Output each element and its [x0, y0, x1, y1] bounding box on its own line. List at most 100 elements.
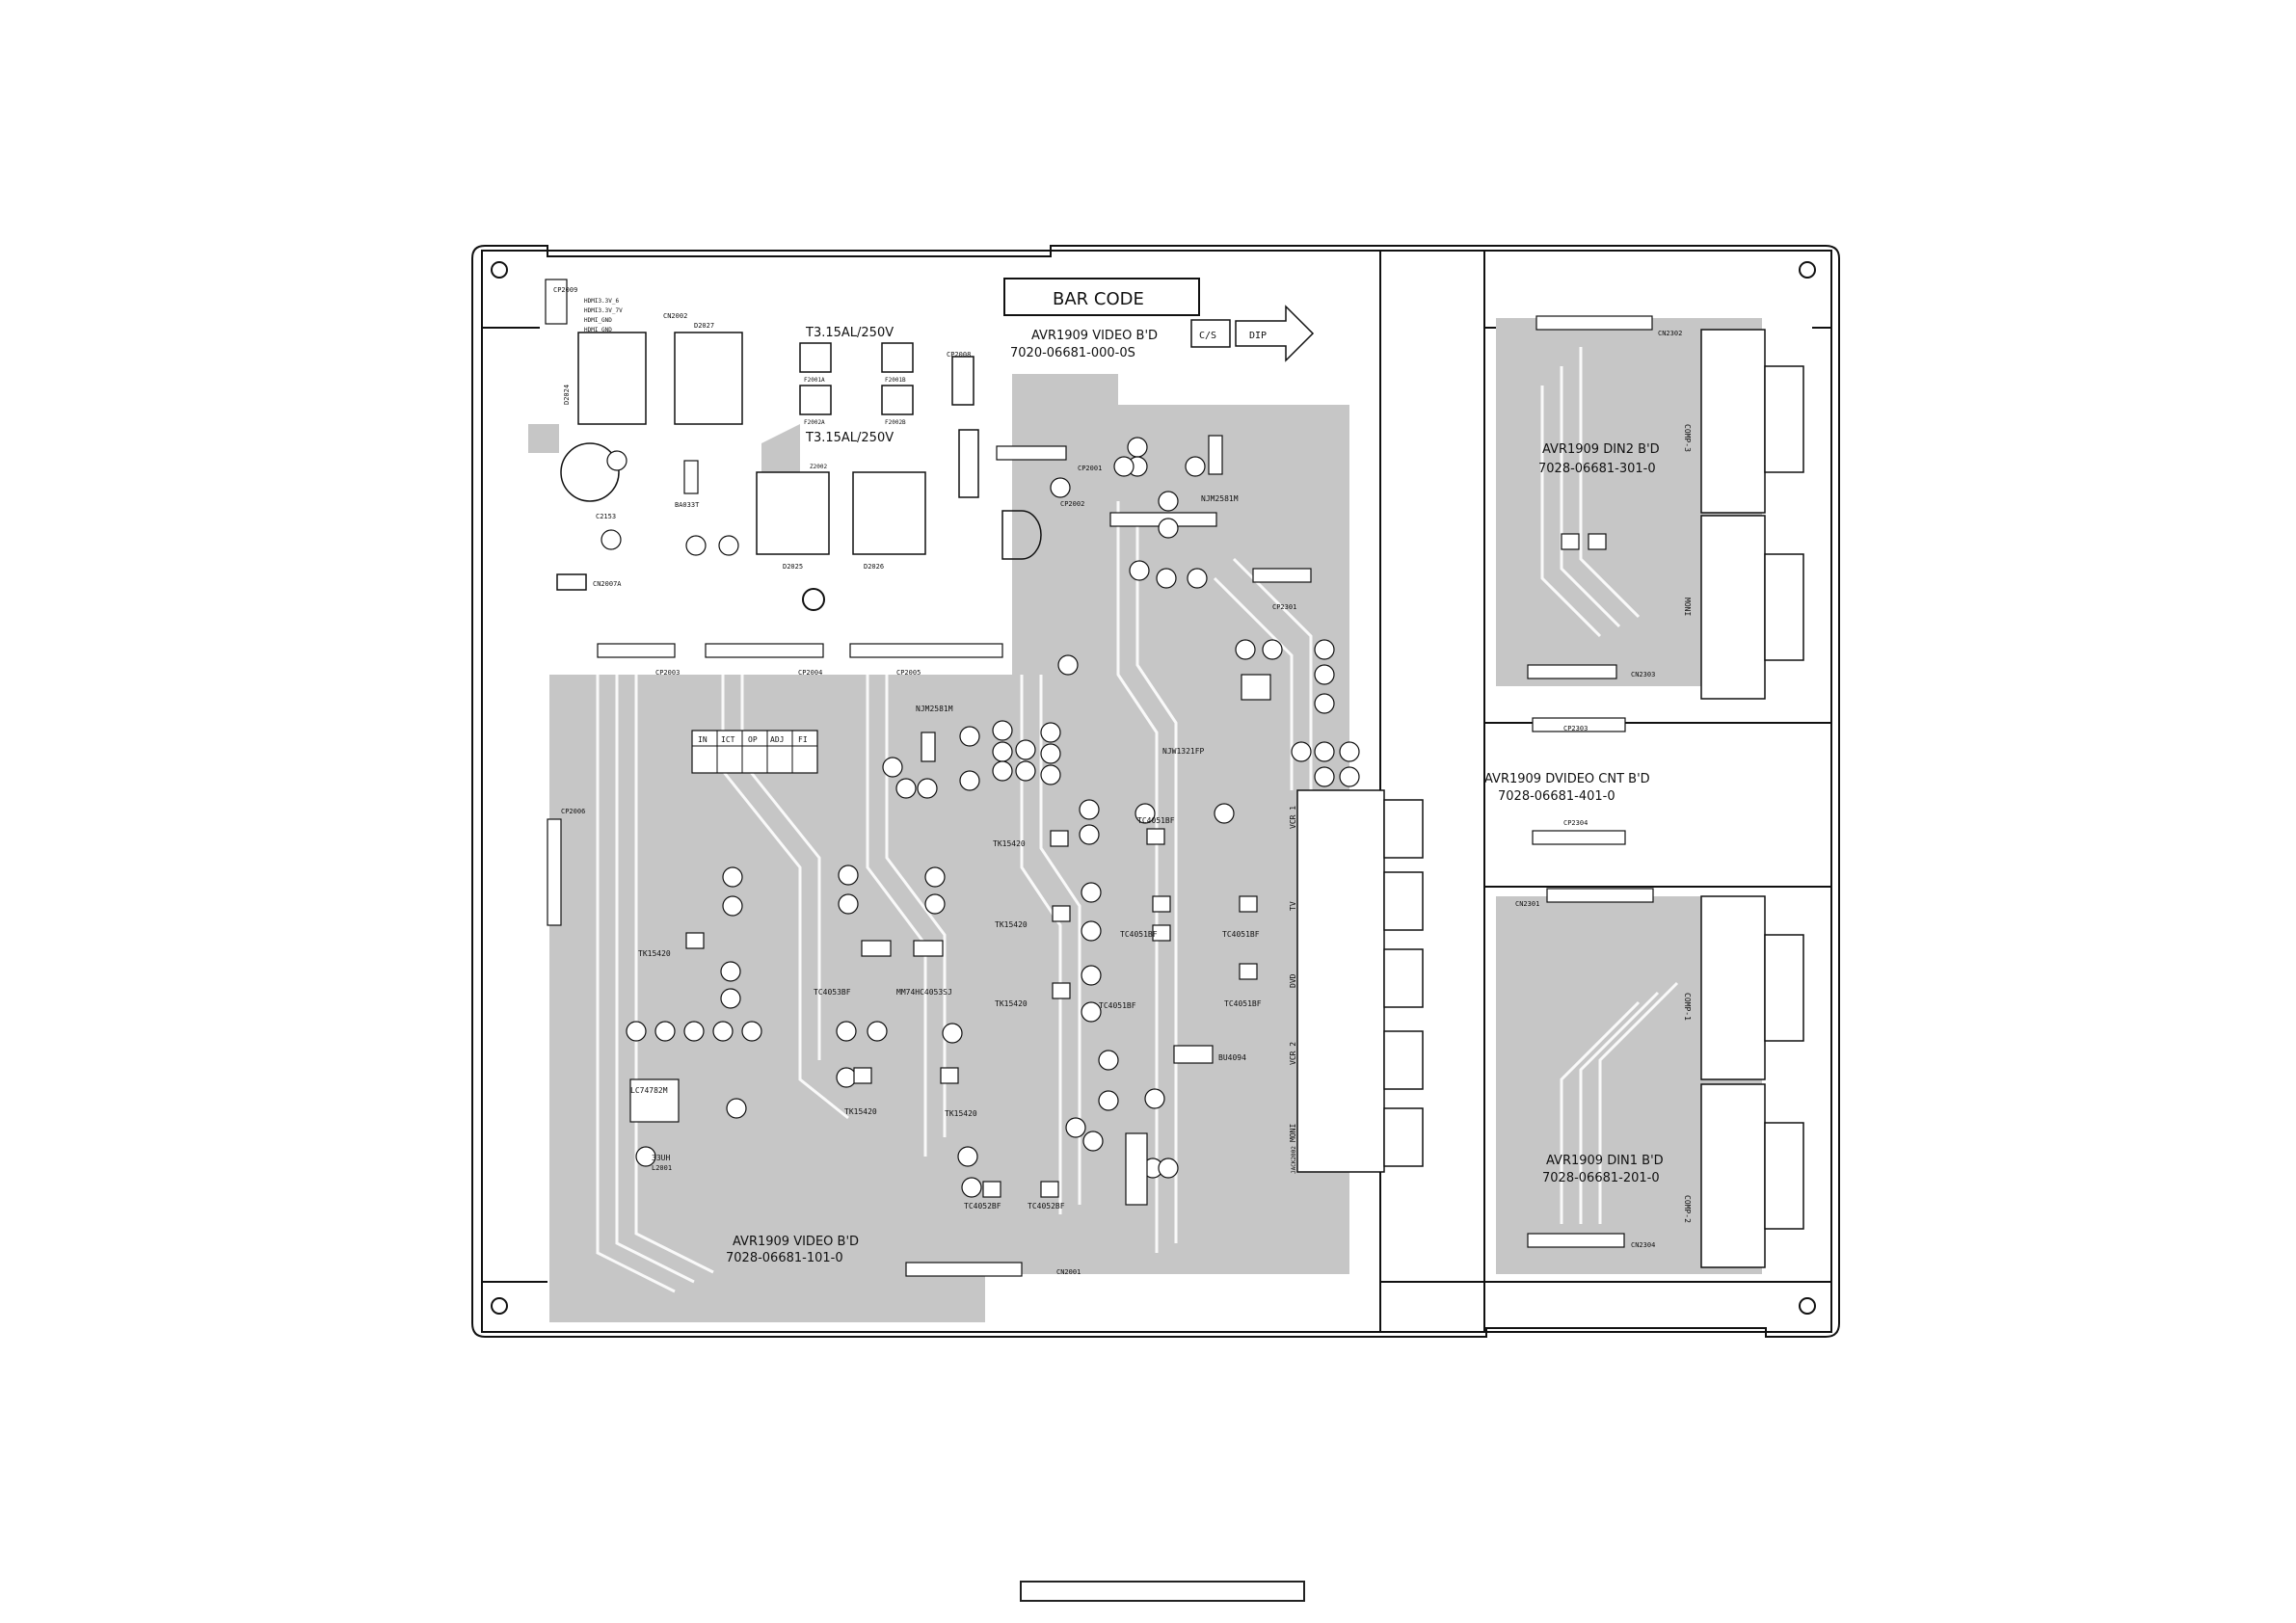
board-name-top: AVR1909 VIDEO B'D	[1031, 329, 1158, 343]
connector-label: CP2009	[553, 286, 577, 294]
capacitor	[836, 1021, 857, 1042]
connector-label: CN2002	[663, 312, 687, 320]
capacitor	[1081, 882, 1102, 903]
capacitor	[1079, 799, 1100, 820]
ic-label: NJW1321FP	[1162, 747, 1205, 756]
process-cell-adj: ADJ	[770, 735, 784, 744]
capacitor	[1113, 456, 1135, 477]
ic-package	[861, 940, 892, 957]
ic-label: TK15420	[993, 839, 1026, 848]
ic-package	[982, 1181, 1001, 1198]
misc-label: D2025	[783, 563, 803, 571]
misc-label: L2001	[652, 1164, 672, 1172]
connector-label: CP2001	[1078, 465, 1102, 472]
din2-board-number: 7028-06681-301-0	[1538, 462, 1656, 476]
power-supply-section	[556, 332, 1042, 591]
jack-label-moni: MONI	[1289, 1124, 1297, 1142]
din-label-comp1: COMP-1	[1683, 993, 1692, 1021]
misc-label: 33UH	[652, 1154, 670, 1162]
din-label-moni: MONI	[1683, 598, 1692, 616]
connector-label: CN2302	[1658, 330, 1682, 337]
ic-label: BA033T	[675, 501, 700, 509]
capacitor	[1098, 1090, 1119, 1111]
capacitor	[1015, 739, 1036, 760]
ic-label: TC4053BF	[814, 988, 851, 997]
capacitor	[601, 529, 622, 550]
process-cell-op: OP	[748, 735, 758, 744]
power-label: HDMI3.3V_7V	[584, 307, 623, 314]
capacitor	[1081, 920, 1102, 942]
din2-board-name: AVR1909 DIN2 B'D	[1542, 442, 1660, 457]
capacitor	[1339, 766, 1360, 787]
ic-package	[683, 460, 699, 494]
ic-package	[1208, 435, 1223, 475]
misc-label: F2001A	[804, 377, 825, 384]
fuse-label-1: T3.15AL/250V	[805, 326, 894, 340]
connector-label: CN2007A	[593, 580, 622, 588]
capacitor-footprints	[601, 437, 1360, 1198]
capacitor	[959, 726, 980, 747]
ic-labels: NJM2581M NJM2581M NJW1321FP TK15420 TK15…	[630, 494, 1262, 1211]
board-name-bottom: AVR1909 VIDEO B'D	[733, 1235, 859, 1249]
connector-label: CP2301	[1272, 603, 1296, 611]
din1-board-number: 7028-06681-201-0	[1542, 1171, 1660, 1185]
process-cell-in: IN	[698, 735, 707, 744]
capacitor	[1065, 1117, 1086, 1138]
capacitor	[1040, 722, 1061, 743]
barcode-area: BAR CODE	[1003, 278, 1200, 316]
capacitor	[1314, 664, 1335, 685]
ic-package	[1040, 1181, 1059, 1198]
ic-package	[1146, 828, 1165, 845]
power-label: HDMI3.3V_6	[584, 298, 620, 305]
misc-label: F2002A	[804, 419, 825, 426]
capacitor	[720, 961, 741, 982]
dvideo-board-name: AVR1909 DVIDEO CNT B'D	[1484, 772, 1650, 786]
misc-labels: 33UH L2001 D2025 D2026 D2027 D2024 C2153…	[563, 322, 1297, 1174]
capacitor	[1187, 568, 1208, 589]
capacitor	[1081, 965, 1102, 986]
mounting-holes	[491, 261, 1816, 1315]
capacitor	[1158, 1157, 1179, 1179]
dvideo-board-number: 7028-06681-401-0	[1498, 789, 1615, 804]
capacitor	[720, 988, 741, 1009]
ic-package	[1152, 924, 1171, 942]
rca-jack-labels: VCR_1 TV DVD VCR_2 MONI	[1289, 806, 1297, 1142]
ic-package	[940, 1067, 959, 1084]
ic-label: MM74HC4053SJ	[896, 988, 952, 997]
capacitor	[1314, 741, 1335, 762]
connector-label: CN2304	[1631, 1241, 1655, 1249]
board-number-bottom: 7028-06681-101-0	[726, 1251, 843, 1265]
capacitor	[685, 535, 707, 556]
misc-label: D2027	[694, 322, 714, 330]
ic-label: TC4052BF	[1028, 1202, 1065, 1211]
capacitor	[1291, 741, 1312, 762]
capacitor	[1158, 518, 1179, 539]
din1-board-name: AVR1909 DIN1 B'D	[1546, 1154, 1664, 1168]
capacitor	[683, 1021, 705, 1042]
capacitor	[959, 770, 980, 791]
jack-label-tv: TV	[1289, 901, 1297, 911]
misc-label: Z2002	[810, 464, 827, 470]
main-board-title-bottom: AVR1909 VIDEO B'D 7028-06681-101-0	[726, 1235, 859, 1265]
ic-package	[1173, 1045, 1214, 1064]
capacitor	[722, 895, 743, 917]
capacitor	[654, 1021, 676, 1042]
ic-package	[921, 732, 936, 762]
misc-label: F2002B	[885, 419, 906, 426]
capacitor	[1098, 1050, 1119, 1071]
capacitor	[924, 866, 946, 888]
ic-label: TK15420	[995, 920, 1028, 929]
jack-label-vcr1: VCR_1	[1289, 806, 1297, 829]
capacitor	[1081, 1001, 1102, 1023]
rca-jack-block	[1296, 789, 1424, 1173]
ic-label: TK15420	[995, 999, 1028, 1008]
capacitor	[1127, 437, 1148, 458]
connector-label: CP2006	[561, 808, 585, 815]
ic-package	[1588, 533, 1607, 550]
misc-label: F2001B	[885, 377, 906, 384]
ic-label: TC4051BF	[1222, 930, 1260, 939]
cs-dip-indicator: C/S DIP	[1190, 305, 1315, 362]
capacitor	[1079, 824, 1100, 845]
capacitor	[1082, 1131, 1104, 1152]
